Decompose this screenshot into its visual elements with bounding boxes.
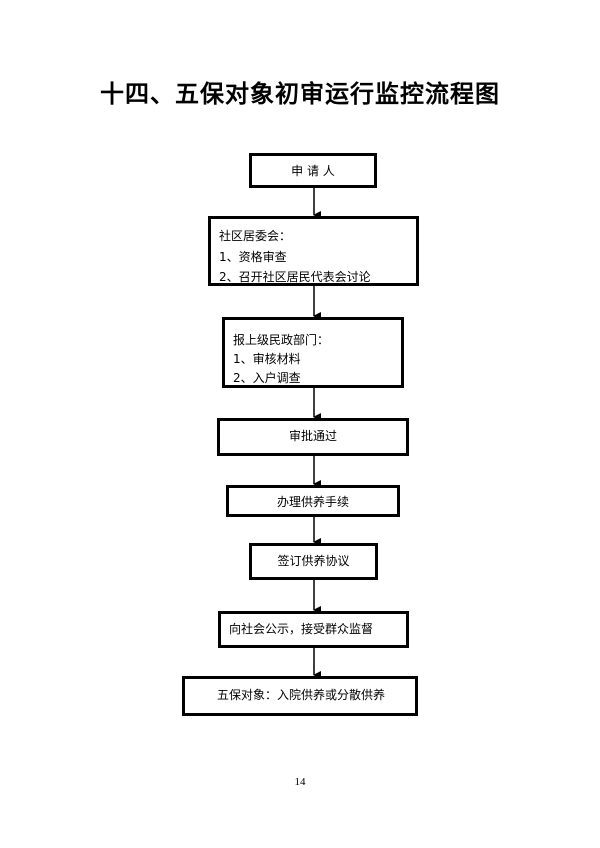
step-agreement: 签订供养协议 <box>249 543 378 580</box>
step-support-outcome: 五保对象：入院供养或分散供养 <box>182 676 418 716</box>
step-public-notice: 向社会公示，接受群众监督 <box>218 611 409 648</box>
step-community-committee: 社区居委会： 1、资格审查 2、召开社区居民代表会讨论 <box>208 216 419 286</box>
step-procedures: 办理供养手续 <box>226 485 400 517</box>
step-applicant: 申 请 人 <box>249 153 377 188</box>
page-number: 14 <box>294 776 306 788</box>
step-approval: 审批通过 <box>217 418 409 456</box>
page-title: 十四、五保对象初审运行监控流程图 <box>100 80 500 108</box>
step-civil-affairs: 报上级民政部门： 1、审核材料 2、入户调查 <box>222 317 404 388</box>
